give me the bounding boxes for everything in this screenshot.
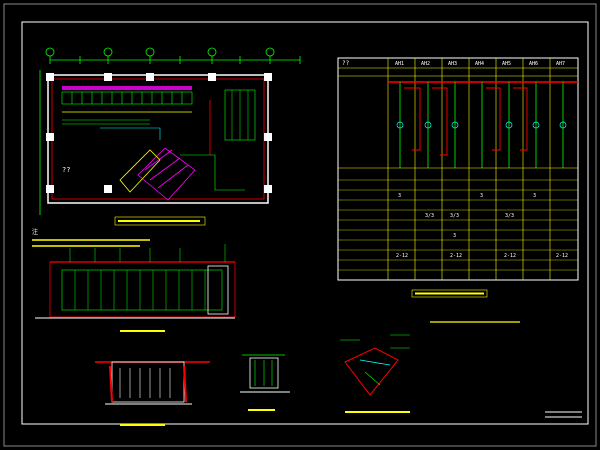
- room-wall-outer: [47, 74, 269, 204]
- row-value-2: 3: [480, 193, 483, 199]
- parameter-values: 3 3 3 3 3/3 3/3 3/3 2-12 2-12 2-12 2-12: [396, 193, 568, 259]
- section-a-elevation: [35, 244, 236, 332]
- section-b-cable-trench: [95, 361, 210, 426]
- schematic-title-bar: [411, 289, 488, 298]
- bottom-code-4: 2-12: [556, 253, 568, 259]
- parameter-rows: [338, 179, 578, 271]
- trench-detail: [340, 334, 410, 413]
- mid-value-2: 3/3: [450, 213, 459, 219]
- column-code-5: AH5: [502, 61, 511, 67]
- feeder-loops: [404, 87, 528, 156]
- axis-bubbles: [45, 47, 275, 57]
- column-code-1: AH1: [395, 61, 404, 67]
- section-c-detail: [240, 354, 290, 411]
- bottom-code-3: 2-12: [504, 253, 516, 259]
- hv-single-line-diagram: ?? AH1 AH2 AH3 AH4 AH5 AH6 AH7: [337, 57, 579, 323]
- column-code-6: AH6: [529, 61, 538, 67]
- switchgear-row: [61, 91, 193, 105]
- cable-tray-lines: [119, 368, 171, 398]
- top-dimension-ticks: [49, 56, 301, 64]
- column-code-3: AH3: [448, 61, 457, 67]
- plan-title-bar: [114, 216, 206, 226]
- bottom-code-1: 2-12: [396, 253, 408, 259]
- row-value-3: 3: [533, 193, 536, 199]
- column-code-7: AH7: [556, 61, 565, 67]
- column-codes: AH1 AH2 AH3 AH4 AH5 AH6 AH7: [395, 61, 565, 67]
- transformer-zone: [137, 147, 196, 201]
- plan-note-label: 注: [32, 228, 38, 236]
- structural-columns: [46, 73, 272, 193]
- schematic-header-label: ??: [342, 60, 350, 67]
- cable-trench: [62, 119, 150, 125]
- substation-floor-plan: ?? 注: [32, 47, 301, 247]
- row-value-4: 3: [453, 233, 456, 239]
- row-value-1: 3: [398, 193, 401, 199]
- column-code-4: AH4: [475, 61, 484, 67]
- mid-value-3: 3/3: [505, 213, 514, 219]
- column-code-2: AH2: [421, 61, 430, 67]
- schematic-columns: [387, 58, 551, 280]
- elevation-leaders: [69, 244, 226, 262]
- switch-symbols: [396, 121, 567, 129]
- feeder-circuits: [399, 82, 564, 168]
- drawing-frame: [21, 21, 589, 425]
- trench-leaders: [340, 334, 410, 349]
- room-mark: ??: [62, 166, 70, 174]
- bottom-code-2: 2-12: [450, 253, 462, 259]
- title-block: [545, 411, 582, 418]
- plan-notes: [32, 239, 150, 247]
- cabinet-verticals: [74, 270, 206, 310]
- outer-border: [3, 3, 597, 447]
- mid-value-1: 3/3: [425, 213, 434, 219]
